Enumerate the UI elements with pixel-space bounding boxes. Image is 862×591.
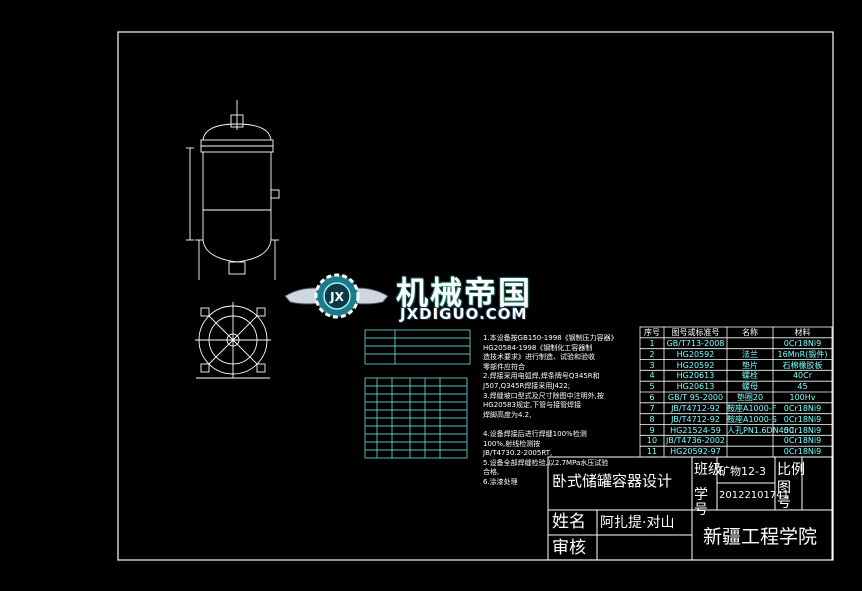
watermark-site: JXDIGUO.COM bbox=[400, 305, 528, 323]
parts-cell: 人孔PN1.6DN450 bbox=[727, 425, 794, 435]
title-block-grid bbox=[547, 456, 833, 561]
name-value: 阿扎提·对山 bbox=[600, 515, 675, 531]
nozzle-table bbox=[364, 377, 468, 459]
parts-cell: 0Cr18Ni9 bbox=[783, 338, 822, 348]
review-label: 审核 bbox=[552, 538, 586, 558]
watermark-name: 机械帝国 bbox=[396, 274, 533, 312]
parts-cell: 0Cr18Ni9 bbox=[783, 436, 822, 446]
notes-line: J507,Q345R焊接采用J422; bbox=[483, 382, 571, 390]
parts-cell: 40Cr bbox=[792, 371, 813, 381]
parts-cell: 0Cr18Ni9 bbox=[783, 447, 822, 457]
parts-cell: HG20613 bbox=[676, 382, 715, 392]
parts-cell: JB/T4736-2002 bbox=[665, 436, 726, 446]
parts-cell: 0Cr18Ni9 bbox=[783, 403, 822, 413]
class-label: 班级 bbox=[694, 462, 722, 478]
student-no-value: 20122101741 bbox=[719, 490, 789, 501]
parts-cell: 7 bbox=[649, 403, 655, 413]
parts-cell: 6 bbox=[649, 393, 655, 402]
design-data-table bbox=[364, 329, 471, 365]
parts-header-cell: 序号 bbox=[644, 328, 660, 337]
parts-cell: GB/T713-2008 bbox=[666, 338, 725, 348]
figure-no-label: 图号 bbox=[777, 480, 791, 511]
notes-line: 1.本设备按GB150-1998《钢制压力容器》 bbox=[483, 334, 618, 342]
notes-line: 4.设备焊接后进行焊缝100%检测 bbox=[483, 430, 587, 438]
notes-line: 100%,射线检测按 bbox=[483, 439, 541, 448]
institution-name: 新疆工程学院 bbox=[703, 526, 818, 548]
parts-cell: HG20592 bbox=[676, 349, 715, 359]
parts-cell: 螺母 bbox=[742, 382, 758, 392]
scale-label: 比例 bbox=[777, 462, 805, 478]
parts-cell: 垫片 bbox=[742, 360, 758, 370]
parts-cell: 垫圈20 bbox=[736, 393, 764, 402]
parts-cell: 2 bbox=[649, 349, 655, 359]
notes-line: 2.焊接采用电弧焊,焊条牌号Q345R和 bbox=[483, 372, 600, 381]
parts-cell: 石棉橡胶板 bbox=[782, 360, 823, 370]
parts-header-cell: 名称 bbox=[742, 328, 758, 337]
parts-list-row-lines bbox=[640, 337, 832, 447]
parts-cell: 4 bbox=[649, 371, 655, 381]
parts-cell: 3 bbox=[649, 360, 655, 370]
parts-header-cell: 材料 bbox=[794, 328, 811, 337]
parts-header-cell: 图号或标准号 bbox=[671, 328, 720, 337]
notes-line: 合格, bbox=[483, 468, 500, 477]
notes-line: 3.焊缝坡口型式及尺寸除图中注明外,按 bbox=[483, 391, 604, 400]
gear-wings-logo-icon bbox=[284, 273, 389, 319]
parts-cell: HG20592-97 bbox=[670, 447, 721, 457]
parts-cell: 8 bbox=[649, 414, 655, 424]
notes-line: HG20583规定,下管与接管焊接 bbox=[483, 401, 582, 410]
notes-line: HG20584-1998《钢制化工容器制 bbox=[483, 343, 593, 352]
vessel-elevation-view bbox=[186, 100, 280, 280]
vessel-plan-view bbox=[195, 302, 271, 379]
parts-cell: 45 bbox=[797, 382, 808, 392]
name-label: 姓名 bbox=[552, 512, 586, 532]
parts-cell: GB/T 95-2000 bbox=[667, 393, 724, 402]
parts-cell: HG20592 bbox=[676, 360, 715, 370]
parts-cell: 11 bbox=[646, 447, 658, 457]
parts-cell: 法兰 bbox=[742, 349, 758, 359]
parts-cell: JB/T4712-92 bbox=[671, 414, 720, 424]
parts-cell: 0Cr18Ni9 bbox=[783, 425, 822, 435]
parts-cell: 9 bbox=[649, 425, 655, 435]
drawing-title: 卧式储罐容器设计 bbox=[552, 472, 673, 490]
parts-cell: 100Hv bbox=[789, 393, 816, 402]
class-value: 矿物12-3 bbox=[719, 465, 766, 478]
notes-line: 6.涂漆处理 bbox=[483, 478, 518, 486]
notes-line: 造技术要求》进行制造、试验和验收 bbox=[483, 353, 595, 362]
student-no-label: 学号 bbox=[694, 487, 708, 518]
parts-cell: 鞍座A1000-F bbox=[727, 403, 777, 413]
drawing-frame bbox=[117, 31, 834, 561]
parts-cell: 10 bbox=[646, 436, 658, 446]
notes-line: JB/T4730.2-2005RT, bbox=[483, 449, 553, 458]
parts-cell: 5 bbox=[649, 382, 655, 392]
notes-line: 5.设备全部焊缝检验,以2.7MPa水压试验 bbox=[483, 458, 609, 467]
parts-cell: JB/T4712-92 bbox=[671, 403, 720, 413]
parts-cell: 鞍座A1000-S bbox=[727, 414, 777, 424]
notes-line: 零部件应符合 bbox=[483, 362, 525, 371]
parts-cell: 1 bbox=[649, 338, 655, 348]
parts-cell: 0Cr18Ni9 bbox=[783, 414, 822, 424]
parts-cell: HG21524-59 bbox=[670, 425, 721, 435]
notes-line: 焊脚高度为4.2, bbox=[483, 410, 532, 419]
logo-emblem-text: JX bbox=[329, 290, 344, 304]
parts-cell: 螺栓 bbox=[742, 371, 758, 381]
parts-cell: HG20613 bbox=[676, 371, 715, 381]
parts-cell: 16MnR(锻件) bbox=[777, 349, 828, 359]
